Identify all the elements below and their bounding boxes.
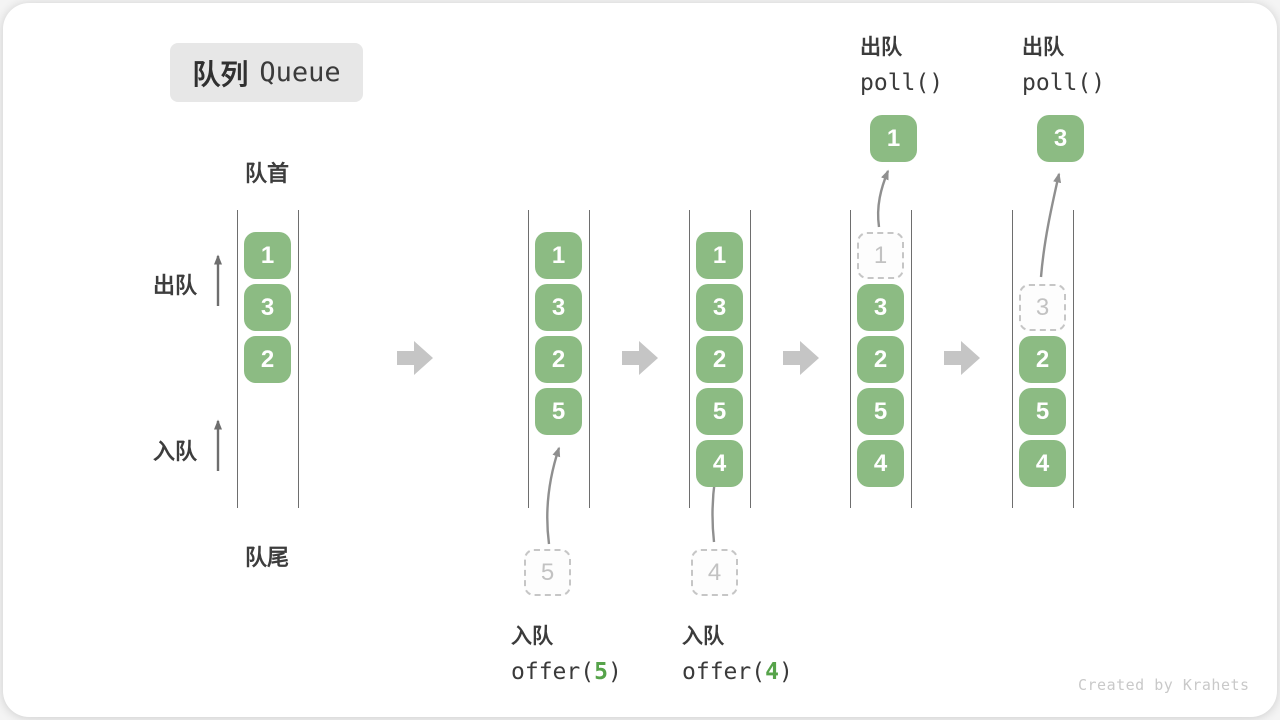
label-queue-rear: 队尾 — [245, 545, 290, 570]
queue-element-removed: 1 — [857, 232, 904, 279]
code-text: offer( — [682, 659, 766, 685]
queue-element: 5 — [696, 388, 743, 435]
dequeue-op-label: 出队 — [860, 36, 902, 59]
queue-element: 3 — [696, 284, 743, 331]
queue-element-removed: 3 — [1019, 284, 1066, 331]
queue-step-5: 3 2 5 4 — [1012, 210, 1074, 508]
queue-element: 2 — [1019, 336, 1066, 383]
removed-element-1: 1 — [870, 115, 917, 162]
title-en: Queue — [259, 57, 341, 88]
watermark: Created by Krahets — [1078, 676, 1250, 694]
code-text: ) — [778, 659, 793, 685]
queue-element: 5 — [857, 388, 904, 435]
queue-element: 5 — [535, 388, 582, 435]
title-zh: 队列 — [192, 58, 249, 90]
queue-element: 4 — [696, 440, 743, 487]
enqueue-op-code: offer(5) — [511, 659, 622, 685]
queue-element: 2 — [857, 336, 904, 383]
step-arrow — [783, 341, 819, 375]
queue-element: 3 — [244, 284, 291, 331]
queue-element: 4 — [1019, 440, 1066, 487]
pending-element-4: 4 — [691, 549, 738, 596]
queue-step-4: 1 3 2 5 4 — [850, 210, 912, 508]
removed-element-3: 3 — [1037, 115, 1084, 162]
queue-element: 2 — [535, 336, 582, 383]
queue-step-1: 1 3 2 — [237, 210, 299, 508]
dequeue-op-poll-1: 出队 poll() — [860, 31, 943, 96]
queue-step-2: 1 3 2 5 — [528, 210, 590, 508]
enqueue-op-label: 入队 — [511, 625, 553, 648]
pending-element-5: 5 — [524, 549, 571, 596]
queue-element: 5 — [1019, 388, 1066, 435]
dequeue-op-code: poll() — [1022, 70, 1106, 96]
dequeue-op-poll-2: 出队 poll() — [1022, 31, 1105, 96]
queue-element: 2 — [244, 336, 291, 383]
queue-element: 1 — [696, 232, 743, 279]
step-arrow — [397, 341, 433, 375]
dequeue-op-label: 出队 — [1022, 36, 1064, 59]
queue-element: 1 — [244, 232, 291, 279]
enqueue-op-code: offer(4) — [682, 659, 793, 685]
step-arrow — [944, 341, 980, 375]
code-text: ) — [607, 659, 622, 685]
queue-element: 2 — [696, 336, 743, 383]
label-dequeue-side: 出队 — [153, 273, 198, 298]
code-arg: 4 — [765, 659, 779, 685]
title-badge: 队列 Queue — [170, 43, 363, 102]
label-enqueue-side: 入队 — [153, 439, 198, 464]
enqueue-op-offer4: 入队 offer(4) — [682, 620, 793, 685]
dequeue-op-code: poll() — [860, 70, 944, 96]
enqueue-op-offer5: 入队 offer(5) — [511, 620, 622, 685]
enqueue-op-label: 入队 — [682, 625, 724, 648]
code-text: offer( — [511, 659, 595, 685]
queue-step-3: 1 3 2 5 4 — [689, 210, 751, 508]
queue-element: 3 — [857, 284, 904, 331]
queue-element: 3 — [535, 284, 582, 331]
label-queue-front: 队首 — [245, 161, 290, 186]
step-arrow — [622, 341, 658, 375]
code-arg: 5 — [594, 659, 608, 685]
queue-element: 1 — [535, 232, 582, 279]
queue-element: 4 — [857, 440, 904, 487]
